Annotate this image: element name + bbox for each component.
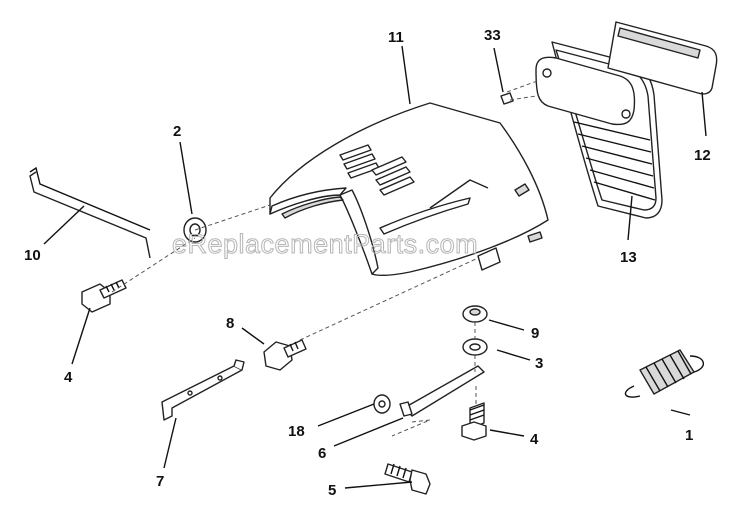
callout-18: 18 (288, 423, 305, 440)
part-4-bolt-right (461, 402, 487, 441)
grille-bars (573, 121, 656, 201)
callout-5: 5 (328, 482, 336, 499)
callout-2: 2 (173, 123, 181, 140)
part-7-bracket (161, 359, 245, 421)
leader-lines (43, 45, 707, 489)
part-5-bolt (384, 463, 431, 495)
part-6-strap (391, 365, 485, 437)
part-1-spring (624, 349, 704, 398)
callout-8: 8 (226, 315, 234, 332)
callout-4-left: 4 (64, 369, 73, 386)
callout-3: 3 (535, 355, 543, 372)
callout-1: 1 (685, 427, 693, 444)
callout-4-right: 4 (530, 431, 539, 448)
part-18-washer (373, 394, 391, 414)
callout-11: 11 (388, 29, 404, 46)
part-10-rod (29, 166, 151, 259)
callout-13: 13 (620, 249, 637, 266)
part-8-bolt (263, 339, 307, 371)
callout-6: 6 (318, 445, 326, 462)
part-3-washer (462, 338, 488, 356)
part-12-panel (607, 21, 718, 95)
part-9-nut (462, 305, 488, 323)
callout-7: 7 (156, 473, 164, 490)
watermark-text: eReplacementParts.com (172, 229, 478, 259)
callout-12: 12 (694, 147, 711, 164)
part-4-bolt-left (81, 279, 127, 313)
assembly-lines (111, 79, 541, 404)
callout-10: 10 (24, 247, 41, 264)
part-33-clip (500, 92, 514, 105)
callout-9: 9 (531, 325, 539, 342)
callout-33: 33 (484, 27, 501, 44)
callout-labels: 1 2 3 4 4 5 6 7 8 9 10 11 12 13 18 33 (24, 27, 711, 499)
hood-vent-slots (339, 144, 415, 196)
part-11-hood-cover (269, 102, 549, 277)
